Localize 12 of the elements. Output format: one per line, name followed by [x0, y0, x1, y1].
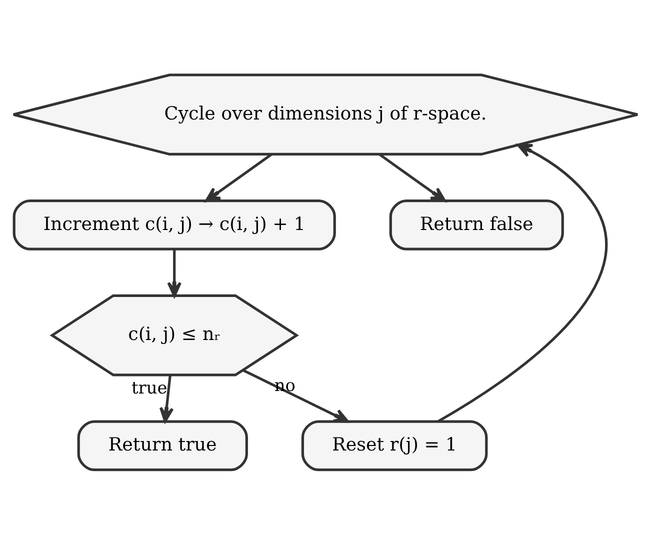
node-box: Reset r(j) = 1 [301, 420, 488, 471]
arrow [242, 368, 349, 422]
edge-label: true [131, 377, 168, 398]
arrow [437, 143, 608, 422]
node-box: Return true [77, 420, 248, 471]
node-box: Return false [389, 199, 564, 250]
edge-label: no [274, 374, 296, 395]
node-box: Increment c(i, j) → c(i, j) + 1 [12, 199, 336, 250]
arrow [205, 152, 273, 202]
arrow [159, 374, 174, 422]
arrow [167, 248, 182, 297]
arrow [378, 152, 446, 202]
